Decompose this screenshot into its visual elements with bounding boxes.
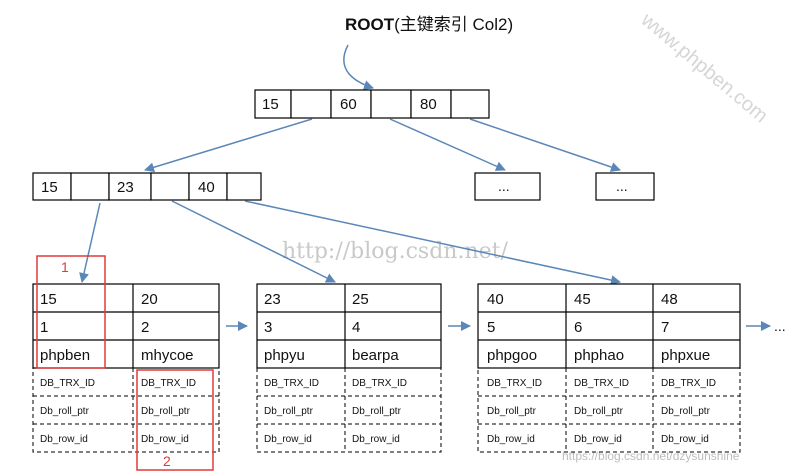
highlight-label-2: 2: [163, 453, 171, 469]
hidden-col: Db_row_id: [487, 434, 535, 445]
hidden-col: Db_roll_ptr: [40, 406, 90, 417]
highlight-box-2: [136, 369, 214, 471]
hidden-col: Db_roll_ptr: [661, 406, 711, 417]
root-node: 15 60 80: [254, 89, 490, 119]
title-bold: ROOT: [345, 15, 395, 34]
ellipsis-node-label: ...: [498, 178, 510, 194]
leaf-cell: phpyu: [264, 347, 305, 364]
hidden-col: Db_roll_ptr: [352, 406, 402, 417]
hidden-col: Db_row_id: [352, 434, 400, 445]
watermark-diagonal: www.phpben.com: [636, 8, 772, 127]
watermark-center: http://blog.csdn.net/: [282, 239, 508, 264]
root-arrow: [389, 118, 506, 171]
leaf-cell: bearpa: [352, 347, 399, 364]
hidden-col: DB_TRX_ID: [141, 378, 196, 389]
diagram-title: ROOT(主键索引 Col2): [345, 15, 513, 34]
hidden-col: Db_roll_ptr: [487, 406, 537, 417]
hidden-col: DB_TRX_ID: [352, 378, 407, 389]
leaf-cell: 15: [40, 291, 57, 308]
leaf-cell: 23: [264, 291, 281, 308]
leaf-cell: 45: [574, 291, 591, 308]
hidden-col: DB_TRX_ID: [264, 378, 319, 389]
ellipsis-node-label: ...: [616, 178, 628, 194]
hidden-col: Db_row_id: [661, 434, 709, 445]
hidden-col: DB_TRX_ID: [661, 378, 716, 389]
leaf-cell: phpgoo: [487, 347, 537, 364]
hidden-col: Db_roll_ptr: [574, 406, 624, 417]
internal-key: 40: [198, 179, 215, 196]
hidden-col: Db_row_id: [574, 434, 622, 445]
leaf-cell: 4: [352, 319, 360, 336]
watermark-footer: https://blog.csdn.net/dzysunshine: [562, 449, 740, 463]
hidden-col: Db_roll_ptr: [141, 406, 191, 417]
leaf-cell: phphao: [574, 347, 624, 364]
leaf-node: 15 1 phpben 20 2 mhycoe DB_TRX_ID Db_rol…: [32, 283, 220, 453]
internal-key: 23: [117, 179, 134, 196]
internal-node: 15 23 40: [32, 172, 262, 201]
leaf-node: 40 5 phpgoo 45 6 phphao 48 7 phpxue DB_T…: [477, 283, 741, 453]
root-key: 80: [420, 96, 437, 113]
internal-key: 15: [41, 179, 58, 196]
leaf-cell: 20: [141, 291, 158, 308]
leaf-cell: 48: [661, 291, 678, 308]
leaf-cell: 7: [661, 319, 669, 336]
hidden-col: Db_row_id: [264, 434, 312, 445]
internal-arrow: [171, 200, 336, 283]
leaf-cell: mhycoe: [141, 347, 194, 364]
internal-arrow: [244, 200, 621, 285]
hidden-col: Db_roll_ptr: [264, 406, 314, 417]
hidden-col: DB_TRX_ID: [574, 378, 629, 389]
hidden-col: Db_row_id: [40, 434, 88, 445]
leaf-cell: 2: [141, 319, 149, 336]
leaf-cell: 40: [487, 291, 504, 308]
highlight-label-1: 1: [61, 259, 69, 275]
leaf-cell: 1: [40, 319, 48, 336]
internal-arrow: [79, 202, 101, 283]
root-key: 15: [262, 96, 279, 113]
root-key: 60: [340, 96, 357, 113]
leaf-cell: phpben: [40, 347, 90, 364]
hidden-col: DB_TRX_ID: [40, 378, 95, 389]
leaf-cell: 3: [264, 319, 272, 336]
ellipsis-node: ...: [595, 172, 655, 201]
leaf-cell: phpxue: [661, 347, 710, 364]
leaf-cell: 5: [487, 319, 495, 336]
ellipsis-node: ...: [474, 172, 541, 201]
title-rest: (主键索引 Col2): [394, 15, 513, 34]
leaf-chain-more: ...: [774, 318, 786, 334]
root-arrow: [469, 118, 621, 172]
root-arrow: [144, 118, 313, 173]
leaf-node: 23 3 phpyu 25 4 bearpa DB_TRX_ID Db_roll…: [256, 283, 442, 453]
hidden-col: Db_row_id: [141, 434, 189, 445]
leaf-cell: 6: [574, 319, 582, 336]
hidden-col: DB_TRX_ID: [487, 378, 542, 389]
leaf-cell: 25: [352, 291, 369, 308]
highlight-box-1: [36, 255, 106, 369]
title-to-root-arrow: [343, 44, 374, 90]
